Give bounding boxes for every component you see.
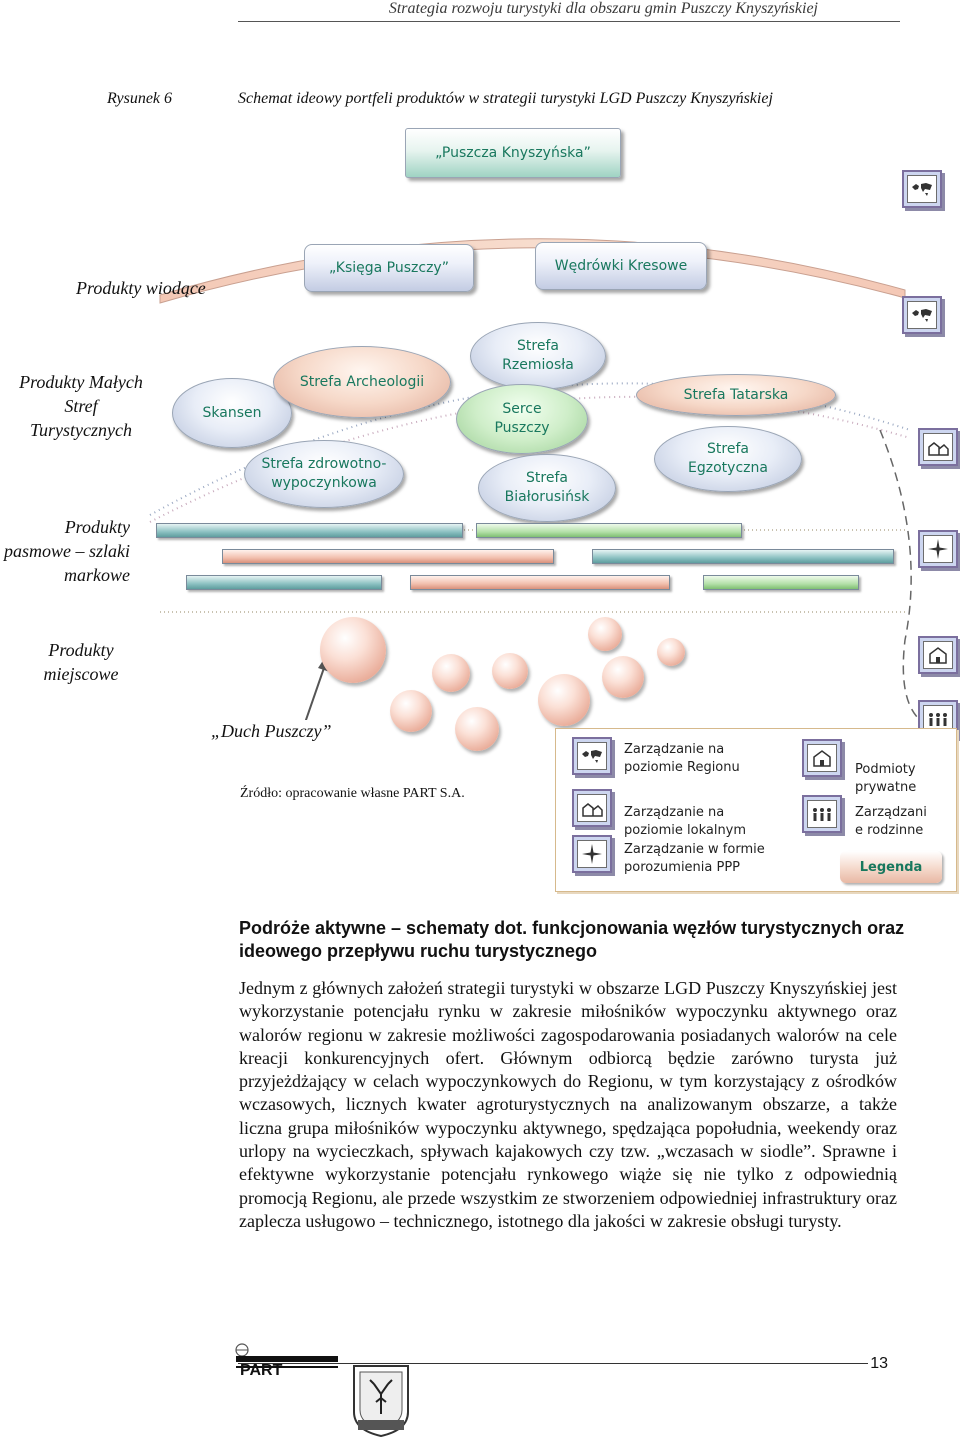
local-product-ball	[320, 617, 386, 683]
compass-star-icon	[918, 530, 958, 568]
family-icon	[802, 795, 842, 833]
leading-product-box-2: Wędrówki Kresowe	[535, 242, 707, 290]
legend-title: Legenda	[840, 851, 942, 883]
section-paragraph: Jednym z głównych założeń strategii tury…	[239, 978, 897, 1231]
footer-rule	[238, 1363, 868, 1364]
leading-product-label-1: „Księga Puszczy”	[329, 260, 449, 276]
house-icon	[802, 739, 842, 777]
local-community-icon	[572, 789, 612, 827]
top-product-label: „Puszcza Knyszyńska”	[435, 145, 591, 161]
legend: Zarządzanie na poziomie Regionu Zarządza…	[555, 728, 957, 892]
compass-star-icon	[572, 835, 612, 873]
legend-label-family: Zarządzani e rodzinne	[855, 805, 927, 838]
zone-archeologia: Strefa Archeologii	[273, 346, 451, 418]
category-zones: Produkty Małych Stref Turystycznych	[19, 372, 143, 440]
page-header: Strategia rozwoju turystyki dla obszaru …	[0, 0, 960, 24]
figure-caption: Schemat ideowy portfeli produktów w stra…	[238, 90, 773, 107]
map-icon	[902, 170, 942, 208]
local-product-ball	[390, 690, 432, 732]
trail-bar	[476, 523, 742, 538]
trail-bar	[222, 549, 554, 564]
map-icon	[902, 296, 942, 334]
zone-serce: Serce Puszczy	[456, 384, 588, 454]
local-product-ball	[455, 707, 499, 751]
part-logo: PART	[232, 1342, 338, 1379]
zone-zdrowotno: Strefa zdrowotno-wypoczynkowa	[244, 440, 404, 508]
trail-bar	[410, 575, 670, 590]
trail-bar	[703, 575, 859, 590]
legend-label-private: Podmioty prywatne	[855, 762, 917, 795]
arrow-line	[304, 664, 326, 720]
local-product-ball	[432, 654, 470, 692]
category-trails: Produkty pasmowe – szlaki markowe	[4, 517, 130, 585]
map-icon	[572, 737, 612, 775]
legend-label-local: Zarządzanie na poziomie lokalnym	[624, 805, 747, 838]
local-community-icon	[918, 428, 958, 466]
duch-puszczy-label: „Duch Puszczy”	[211, 721, 332, 741]
local-product-ball	[588, 617, 622, 651]
header-title: Strategia rozwoju turystyki dla obszaru …	[388, 0, 818, 17]
puszcza-seal	[346, 1362, 416, 1438]
legend-label-ppp: Zarządzanie w formie porozumienia PPP	[624, 842, 765, 875]
zone-skansen: Skansen	[172, 378, 292, 448]
top-product-box: „Puszcza Knyszyńska”	[405, 128, 621, 178]
source-note: Źródło: opracowanie własne PART S.A.	[240, 786, 465, 801]
house-icon	[918, 636, 958, 674]
figure-label: Rysunek 6	[107, 90, 173, 107]
zone-bialorusinsk: Strefa Białorusińsk	[478, 454, 616, 522]
trail-bar	[592, 549, 894, 564]
leading-product-label-2: Wędrówki Kresowe	[554, 258, 688, 274]
legend-label-region: Zarządzanie na poziomie Regionu	[624, 742, 740, 775]
leading-product-box-1: „Księga Puszczy”	[304, 244, 474, 292]
zone-tatarska: Strefa Tatarska	[636, 374, 836, 416]
trail-bar	[156, 523, 463, 538]
part-logo-text: PART	[240, 1362, 283, 1378]
zone-rzemiosla: Strefa Rzemiosła	[470, 322, 606, 390]
section-heading: Podróże aktywne – schematy dot. funkcjon…	[239, 918, 905, 961]
arc-top	[159, 238, 906, 304]
trail-bar	[186, 575, 382, 590]
local-product-ball	[492, 653, 528, 689]
dashed-curve	[879, 429, 921, 720]
zone-egzotyczna: Strefa Egzotyczna	[654, 426, 802, 492]
local-product-ball	[657, 638, 685, 666]
local-product-ball	[538, 674, 590, 726]
page-number: 13	[870, 1355, 888, 1372]
local-product-ball	[602, 656, 644, 698]
category-local: Produkty miejscowe	[43, 640, 119, 684]
category-leading: Produkty wiodące	[76, 278, 206, 298]
header-rule	[238, 21, 900, 22]
